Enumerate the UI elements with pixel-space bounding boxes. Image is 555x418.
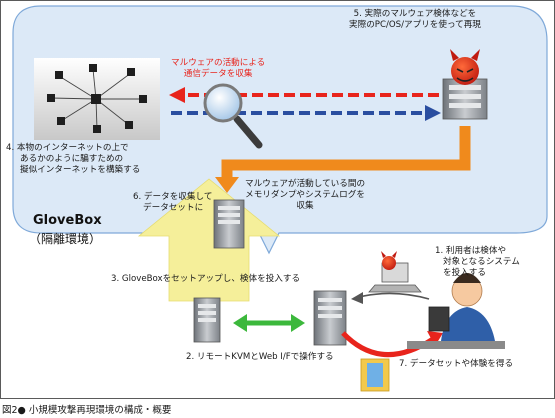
- step4-line3: 擬似インターネットを構築する: [20, 165, 141, 175]
- step5-line1: 5. 実際のマルウェア検体などを: [353, 9, 477, 19]
- memory-dump-arrow: [221, 126, 471, 177]
- malware-devil-icon: [450, 49, 480, 85]
- magnifier-icon: [203, 83, 263, 149]
- web-server-icon: [313, 290, 347, 346]
- step1-line3: を投入する: [443, 268, 486, 278]
- step1-line1: 1. 利用者は検体や: [435, 246, 507, 256]
- memdump-line2: メモリダンプやシステムログを: [245, 190, 365, 200]
- pseudo-internet-image: [34, 58, 160, 140]
- step5-line2: 実際のPC/OS/アプリを使って再現: [349, 20, 481, 30]
- laptop-devil-icon: [381, 251, 397, 270]
- glovebox-title: GloveBox: [33, 213, 102, 228]
- comm-arrowhead-blue: [425, 105, 441, 121]
- memory-dump-arrowhead: [215, 177, 239, 193]
- laptop-icon: [368, 262, 422, 293]
- step1-line2: 対象となるシステム: [443, 257, 520, 267]
- dataset-server-icon: [213, 199, 245, 249]
- collect-comm-line1: マルウェアの活動による: [171, 58, 266, 68]
- step6-line1: 6. データを収集して: [133, 192, 213, 202]
- collect-comm-label: マルウェアの活動による 通信データを収集: [171, 58, 265, 80]
- result-arrowhead: [427, 331, 443, 346]
- comm-arrowhead-red: [169, 87, 185, 103]
- figure-caption: 図2● 小規模攻撃再現環境の構成・概要: [2, 405, 172, 416]
- step5-label: 5. 実際のマルウェア検体などを 実際のPC/OS/アプリを使って再現: [349, 9, 481, 31]
- kvm-server-icon: [193, 297, 221, 343]
- submit-arrow: [358, 292, 430, 300]
- memdump-line3: 収集: [296, 201, 314, 211]
- step6-line2: データセットに: [143, 203, 204, 213]
- collect-comm-line2: 通信データを収集: [183, 69, 253, 79]
- step6-label: 6. データを収集して データセットに: [133, 192, 212, 214]
- user-icon: [407, 273, 505, 349]
- diagram-canvas: [12, 5, 548, 392]
- step4-line1: 4. 本物のインターネットの上で: [6, 143, 129, 153]
- step1-label: 1. 利用者は検体や 対象となるシステム を投入する: [435, 246, 520, 279]
- dataset-folder-icon: [360, 358, 390, 392]
- glovebox-subtitle: （隔離環境）: [29, 232, 102, 246]
- step4-label: 4. 本物のインターネットの上で あるかのように騙すための 擬似インターネットを…: [6, 143, 140, 176]
- remote-control-arrow: [233, 314, 305, 332]
- step4-line2: あるかのように騙すための: [20, 154, 124, 164]
- memdump-label: マルウェアが活動している間の メモリダンプやシステムログを 収集: [245, 179, 365, 212]
- memdump-line1: マルウェアが活動している間の: [245, 179, 366, 189]
- step2-label: 2. リモートKVMとWeb I/Fで操作する: [186, 352, 334, 362]
- diagram-frame: 5. 実際のマルウェア検体などを 実際のPC/OS/アプリを使って再現 マルウェ…: [0, 0, 555, 399]
- malware-server-icon: [442, 78, 488, 120]
- step3-label: 3. GloveBoxをセットアップし、検体を投入する: [111, 274, 301, 284]
- step7-label: 7. データセットや体験を得る: [399, 359, 514, 369]
- submit-arrowhead: [351, 292, 363, 304]
